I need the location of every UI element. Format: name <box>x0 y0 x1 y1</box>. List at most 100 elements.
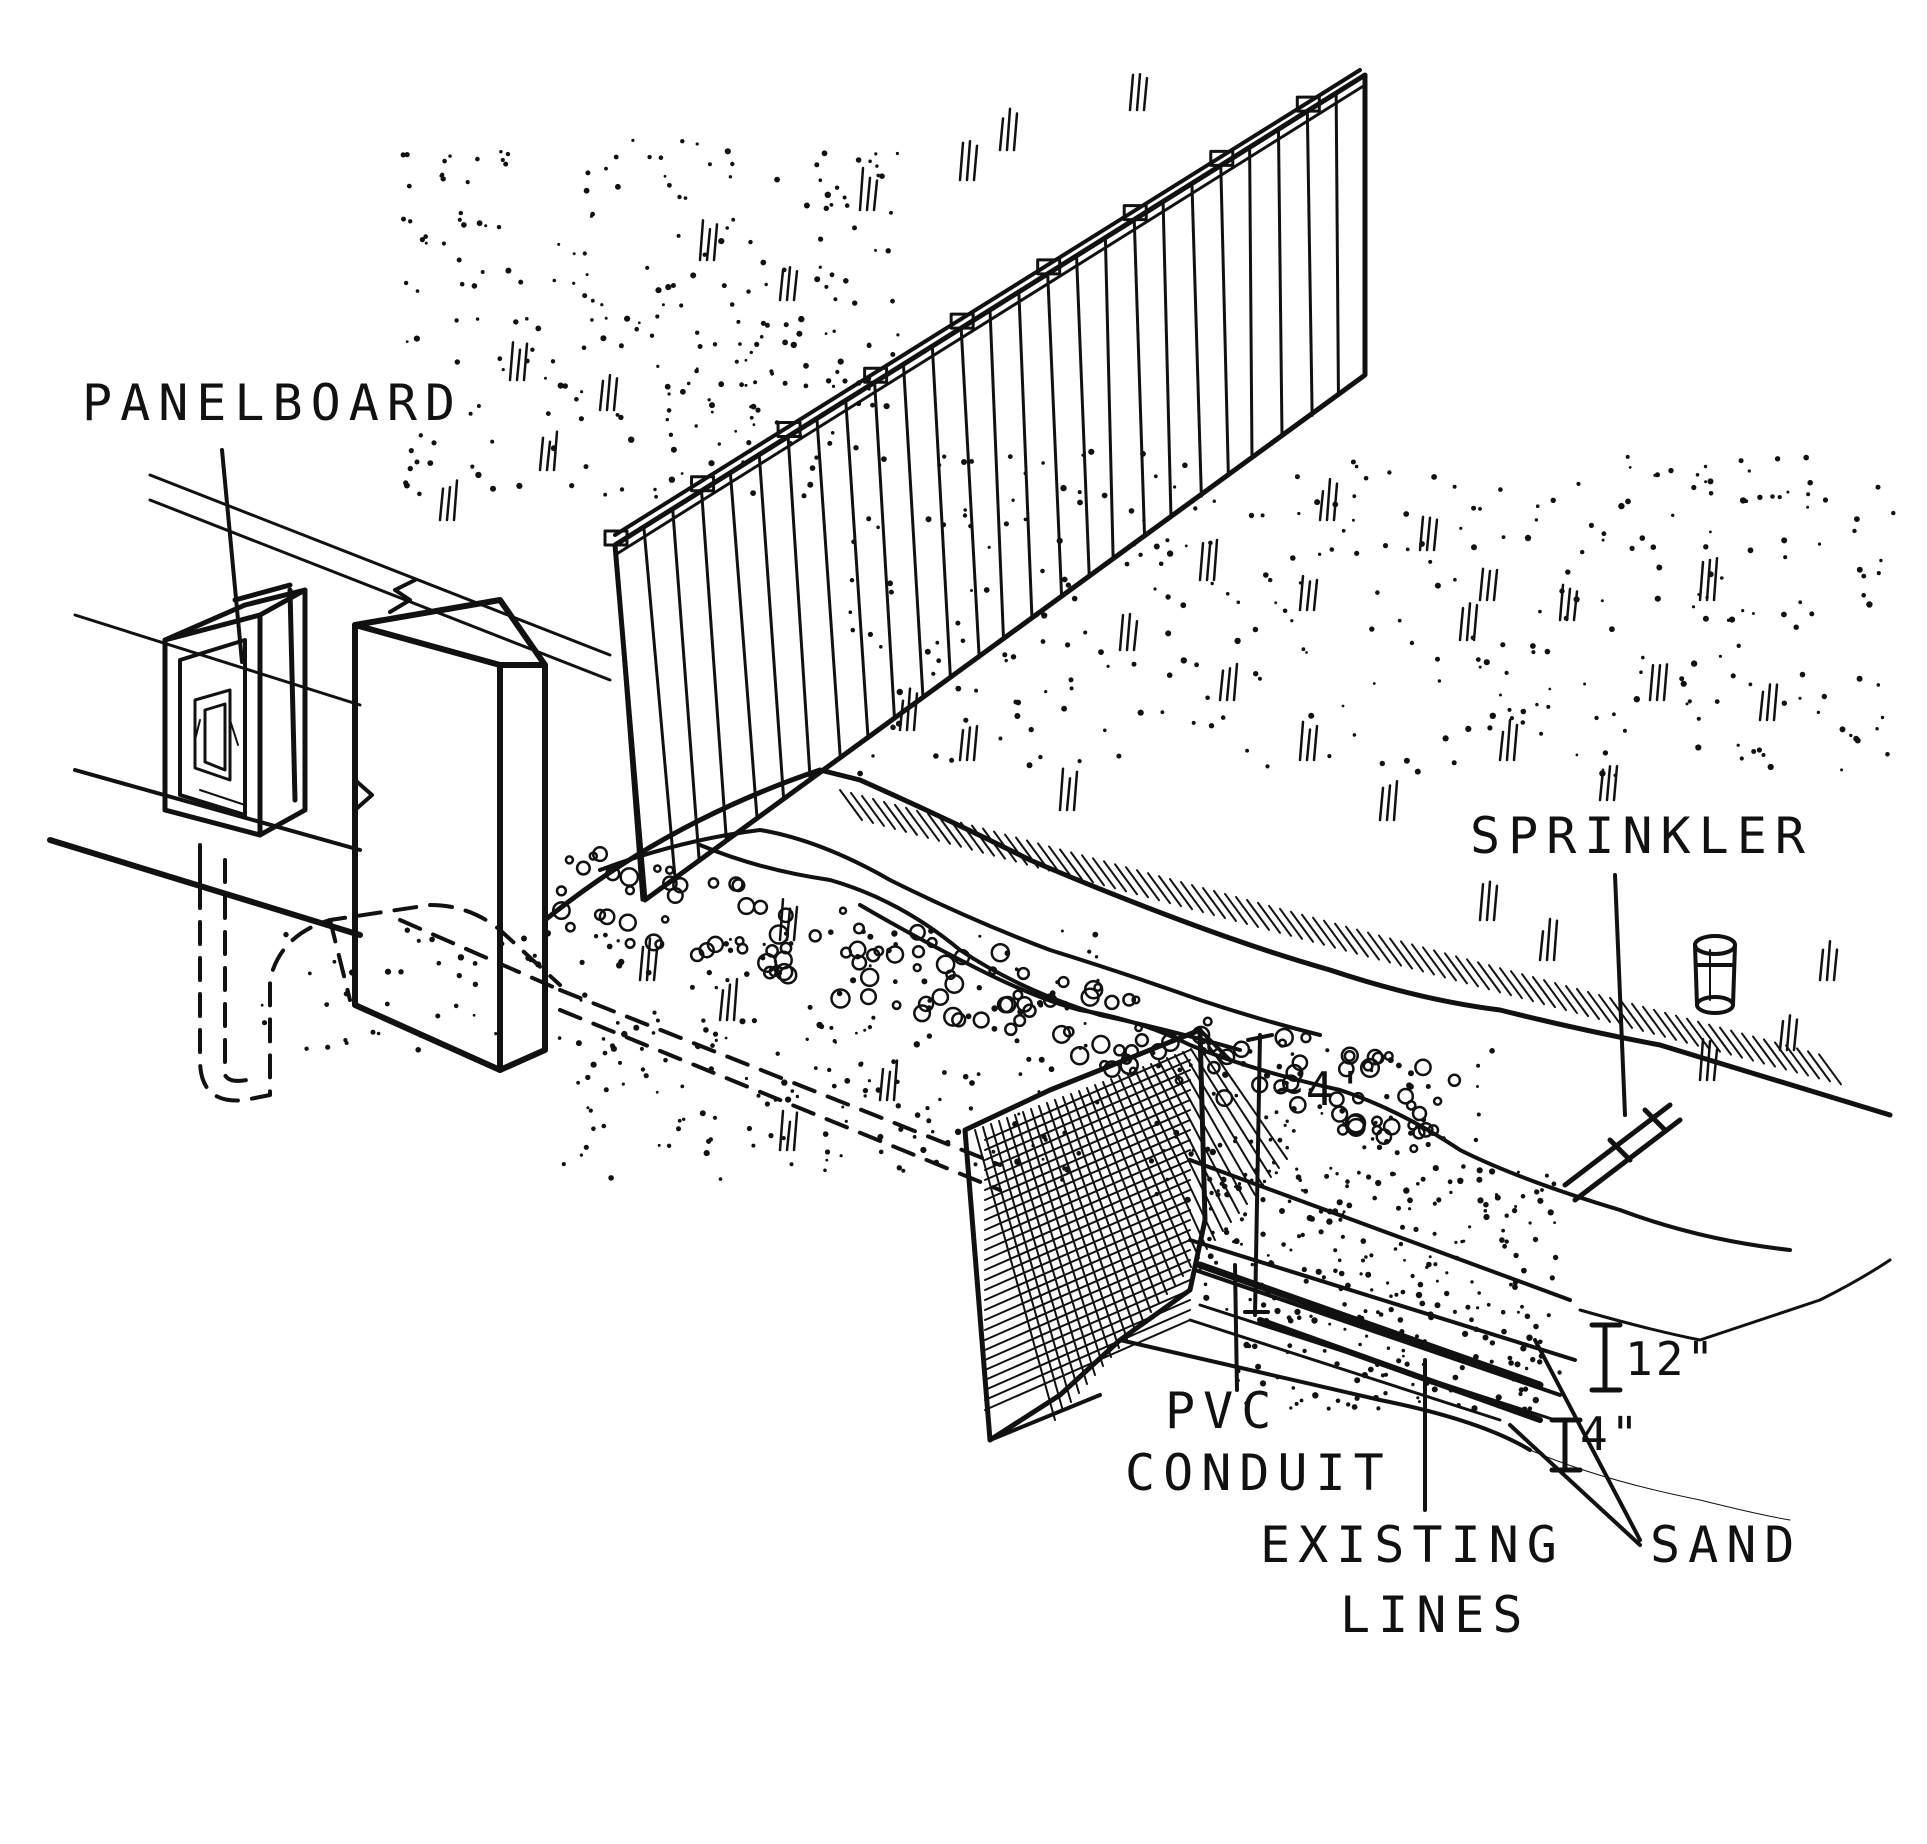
stipple-dot <box>714 985 718 990</box>
stipple-dot <box>680 139 685 144</box>
stipple-dot <box>1691 484 1697 491</box>
stipple-dot <box>616 962 623 969</box>
stipple-dot <box>874 152 878 156</box>
stipple-dot <box>1707 478 1714 485</box>
sprinkler-label: SPRINKLER <box>1470 807 1813 865</box>
gravel-stone <box>912 963 922 973</box>
hatch-line <box>993 830 1017 863</box>
stipple-dot <box>624 315 631 322</box>
hatch-line <box>1708 1023 1732 1056</box>
stipple-dot <box>1283 1123 1287 1127</box>
stipple-dot <box>668 432 674 437</box>
stipple-dot <box>324 1002 330 1007</box>
stipple-dot <box>728 937 732 941</box>
stipple-dot <box>755 407 761 413</box>
stipple-dot <box>1017 1112 1021 1116</box>
stipple-dot <box>1891 510 1896 516</box>
stipple-dot <box>1509 716 1514 721</box>
stipple-dot <box>1471 505 1477 511</box>
grass-blade <box>552 430 559 472</box>
stipple-dot <box>1153 474 1158 479</box>
stipple-dot <box>1397 1317 1404 1323</box>
stipple-dot <box>658 155 664 160</box>
gravel-stone <box>1091 1034 1111 1055</box>
grass-blade <box>1135 73 1142 112</box>
grass-blade <box>1485 569 1492 602</box>
grass-blade <box>792 905 799 942</box>
stipple-dot <box>962 513 968 518</box>
gravel-stone <box>752 899 769 915</box>
stipple-dot <box>604 166 608 171</box>
stipple-dot <box>827 1067 832 1073</box>
stipple-dot <box>744 358 748 362</box>
stipple-dot <box>1414 768 1421 775</box>
gravel-stone <box>1207 1060 1221 1075</box>
stipple-dot <box>913 1041 920 1048</box>
stipple-dot <box>582 293 588 299</box>
grass-blade <box>1785 1014 1792 1052</box>
hatch-line <box>1499 967 1523 1000</box>
stipple-dot <box>1209 1190 1214 1196</box>
stipple-dot <box>1237 1182 1242 1186</box>
stipple-dot <box>1083 1022 1087 1025</box>
hatch-line <box>1114 863 1138 896</box>
stipple-dot <box>744 383 748 387</box>
stipple-dot <box>663 174 667 178</box>
stipple-dot <box>1043 1137 1048 1142</box>
stipple-dot <box>651 1031 656 1035</box>
hatch-line <box>1312 916 1336 949</box>
grass-blade <box>878 1067 885 1102</box>
gravel-stone <box>996 996 1014 1014</box>
gravel-stone <box>551 901 571 921</box>
stipple-dot <box>1777 495 1782 500</box>
stipple-dot <box>859 1061 864 1066</box>
stipple-dot <box>575 1040 582 1047</box>
grass-blade <box>1325 477 1332 522</box>
gravel-stone <box>1432 1096 1443 1106</box>
stipple-dot <box>782 380 788 386</box>
stipple-dot <box>1291 1386 1296 1390</box>
stipple-dot <box>1233 1136 1238 1140</box>
stipple-dot <box>834 1041 837 1044</box>
stipple-dot <box>1477 1291 1481 1295</box>
stipple-dot <box>785 1096 792 1103</box>
stipple-dot <box>1244 1401 1249 1406</box>
stipple-dot <box>852 300 858 306</box>
stipple-dot <box>1386 1346 1391 1350</box>
stipple-dot <box>1471 544 1477 551</box>
stipple-texture <box>260 138 1896 1413</box>
stipple-dot <box>1448 1387 1454 1393</box>
stipple-dot <box>494 1032 498 1036</box>
gravel-stone <box>1345 1113 1367 1134</box>
stipple-dot <box>1212 499 1217 503</box>
panelboard-leader <box>220 448 244 664</box>
hatch-line <box>1356 928 1380 961</box>
stipple-dot <box>606 943 613 950</box>
stipple-dot <box>814 276 821 283</box>
stipple-dot <box>842 195 847 200</box>
stipple-dot <box>1301 1188 1304 1192</box>
stipple-dot <box>1417 1400 1421 1404</box>
hatch-line <box>1444 952 1468 985</box>
stipple-dot <box>1354 1377 1361 1384</box>
stipple-dot <box>1413 1226 1419 1232</box>
stipple-dot <box>1065 582 1072 588</box>
stipple-dot <box>600 335 607 342</box>
gravel-stone <box>1104 994 1120 1011</box>
stipple-dot <box>682 1117 686 1122</box>
stipple-dot <box>1236 600 1241 605</box>
stipple-dot <box>1301 1266 1307 1273</box>
stipple-dot <box>1240 1242 1243 1246</box>
stipple-dot <box>1106 664 1110 668</box>
hatch-line <box>1054 1099 1136 1331</box>
grass-blade <box>1545 917 1552 962</box>
stipple-dot <box>1513 1252 1519 1259</box>
stipple-dot <box>1518 1391 1523 1397</box>
grass-blade <box>1125 612 1132 652</box>
stipple-dot <box>854 953 861 960</box>
stipple-dot <box>1184 1196 1191 1203</box>
gravel-stone <box>575 860 591 876</box>
hatch-line <box>861 794 885 827</box>
stipple-dot <box>1489 1359 1494 1364</box>
hatch-line <box>1279 907 1303 940</box>
